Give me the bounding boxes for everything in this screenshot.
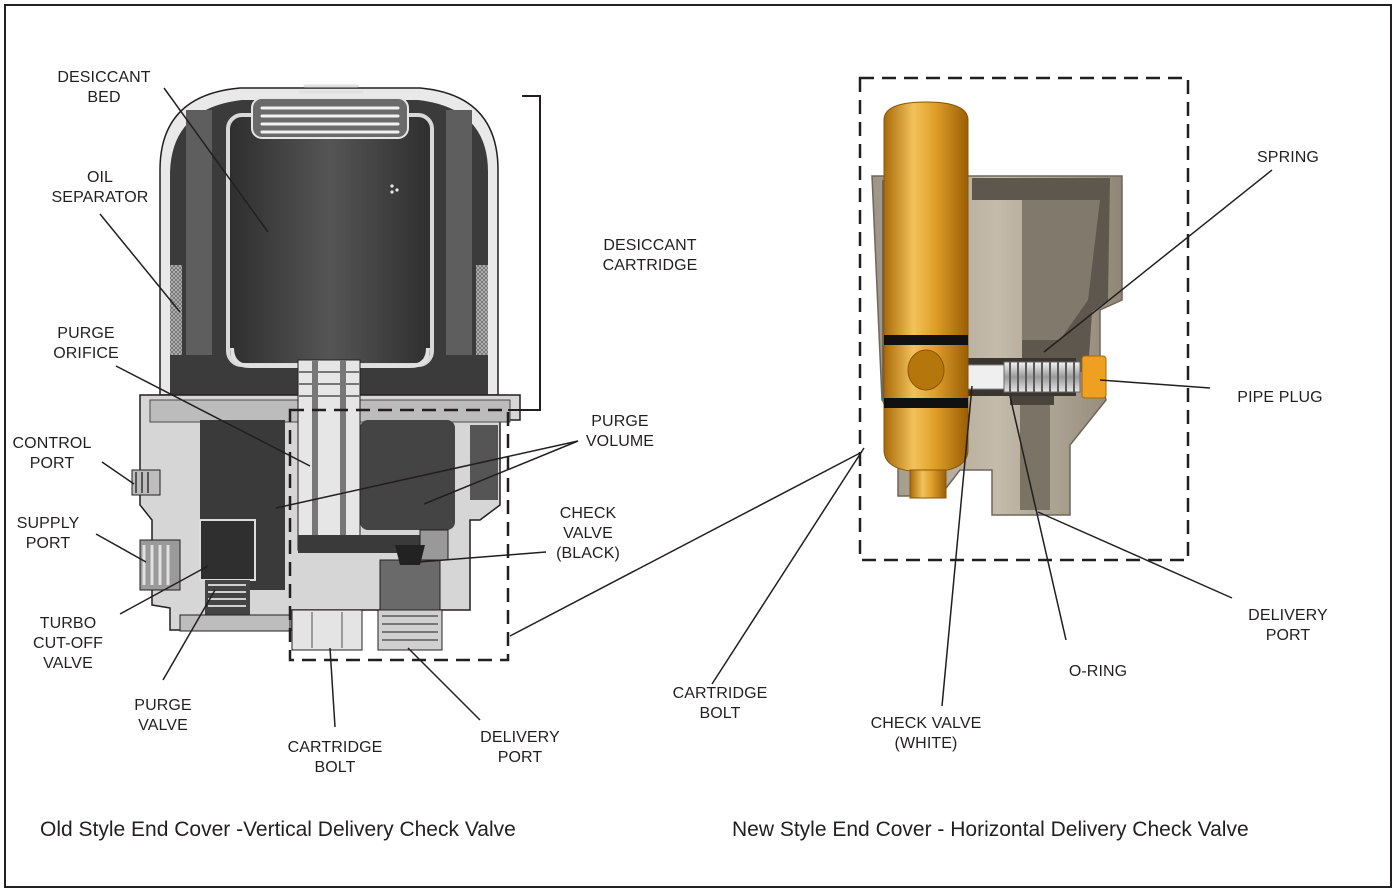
label-desiccant-bed: DESICCANT BED [57,69,151,106]
label-spring: SPRING [1257,149,1319,166]
caption-new-style: New Style End Cover - Horizontal Deliver… [732,818,1249,841]
label-supply-port: SUPPLY PORT [16,515,80,552]
label-control-port: CONTROL PORT [12,435,92,472]
label-check-valve-black: CHECK VALVE (BLACK) [556,505,620,562]
label-delivery-port-right: DELIVERY PORT [1248,607,1328,644]
label-turbo-cutoff-valve: TURBO CUT-OFF VALVE [32,615,104,672]
old-style-dryer-illustration [131,84,521,651]
new-end-cover-detail-box [858,76,1190,562]
end-cover-detail-box [288,408,510,662]
label-cartridge-bolt-right: CARTRIDGE BOLT [672,685,768,722]
label-delivery-port-left: DELIVERY PORT [480,729,560,766]
figure-frame [4,4,1392,888]
label-oil-separator: OIL SEPARATOR [51,169,149,206]
label-o-ring: O-RING [1068,663,1128,680]
label-check-valve-white: CHECK VALVE (WHITE) [870,715,982,752]
label-purge-volume: PURGE VOLUME [585,413,655,450]
desiccant-cartridge-bracket [508,95,541,411]
new-style-end-cover-illustration [871,101,1123,516]
caption-old-style: Old Style End Cover -Vertical Delivery C… [40,818,516,841]
label-purge-valve: PURGE VALVE [134,697,192,734]
left-leader-lines [95,87,863,728]
label-purge-orifice: PURGE ORIFICE [53,325,119,362]
label-desiccant-cartridge: DESICCANT CARTRIDGE [602,237,698,274]
label-cartridge-bolt-left: CARTRIDGE BOLT [287,739,383,776]
right-leader-lines [711,169,1273,707]
label-pipe-plug: PIPE PLUG [1237,389,1323,406]
